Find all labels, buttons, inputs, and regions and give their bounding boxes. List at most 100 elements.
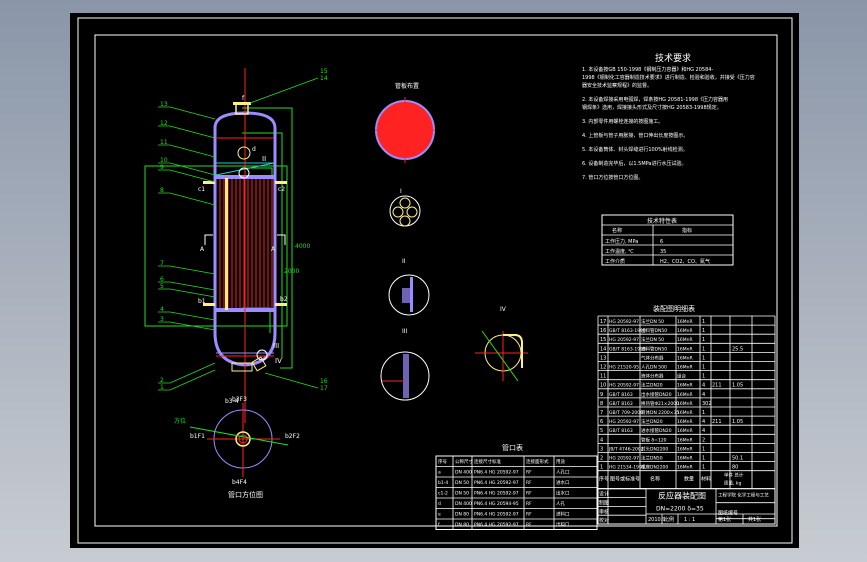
- part-material: 16MnR: [677, 401, 693, 407]
- part-std: GB/T 8163: [609, 428, 633, 434]
- bottom-side-nozzle: [251, 356, 267, 372]
- part-material: 16MnR: [677, 355, 693, 361]
- detail-callout-ii: [238, 167, 250, 179]
- nozzle-tag-b1: b1: [198, 298, 206, 305]
- parts-header-weight: 单件 总计: [724, 472, 744, 479]
- part-no: 6: [600, 419, 603, 425]
- part-no: 1: [600, 465, 603, 471]
- plan-label-b1: b1F1: [190, 433, 205, 440]
- part-name: 液体分布器: [641, 373, 664, 380]
- nozzle-tag-b34: b3-4: [225, 398, 239, 405]
- part-weight-total: 1.05: [732, 383, 743, 389]
- cad-drawing-canvas[interactable]: 4000 2000 d f c1 c2 b1 b2 A: [70, 13, 799, 548]
- nozzle-cell: PN6.4 HG 20592-97: [474, 512, 519, 518]
- detail-iii-tag: III: [402, 328, 408, 335]
- detail-iii-circle: [380, 351, 430, 401]
- detail-tag-ii: II: [262, 155, 266, 163]
- drawing-spec: DN=2200 δ=35: [656, 506, 704, 513]
- part-qty: 1: [702, 355, 705, 361]
- part-material: 16MnR: [677, 446, 693, 452]
- drawing-date: 2010.9: [648, 517, 666, 523]
- part-qty: 4: [702, 392, 705, 398]
- part-name: 管板 δ=120: [641, 436, 667, 443]
- school-name: 工程学院 化学工程与工艺: [718, 492, 769, 499]
- dim-line-outer: [242, 107, 293, 369]
- requirement-line: 1. 本设备按GB 150-1998《钢制压力容器》和HG 20584-: [582, 66, 713, 73]
- role-1: 制图: [599, 500, 609, 507]
- part-label-12: 12: [160, 120, 168, 127]
- part-material: 16MnR: [677, 365, 693, 371]
- part-std: HG 21520-95: [609, 365, 639, 371]
- part-label-16: 16: [320, 378, 328, 385]
- part-name: 法兰DN 50: [641, 318, 664, 325]
- detail-ii-circle: [388, 274, 430, 316]
- nozzle-cell: RF: [526, 522, 532, 528]
- tube-hole: [392, 206, 404, 218]
- nozzle-cell: DN 50: [455, 480, 469, 486]
- part-weight-total: 80: [732, 465, 738, 471]
- nozzle-tag-f: f: [242, 95, 245, 102]
- leader-line: [158, 265, 216, 275]
- nozzle-header: 序号: [438, 458, 447, 465]
- part-material: 16MnR: [677, 328, 693, 334]
- parts-table-title: 装配图明细表: [653, 304, 695, 313]
- part-no: 10: [600, 383, 606, 389]
- leader-line: [158, 106, 216, 120]
- part-label-17: 17: [320, 385, 328, 392]
- requirement-line: 6. 设备制造完毕后，以1.5MPa进行水压试验。: [582, 160, 686, 167]
- nozzle-b2: [275, 303, 287, 306]
- role-0: 设计: [599, 491, 609, 498]
- part-label-10: 10: [160, 157, 168, 164]
- parts-header-name: 名称: [650, 476, 660, 483]
- part-qty: 1: [702, 328, 705, 334]
- part-name: 法兰DN20: [641, 382, 663, 389]
- part-label-4: 4: [160, 306, 164, 313]
- spec-table-border: [601, 214, 734, 266]
- nozzle-cell: f: [438, 522, 440, 528]
- spec-header-value: 指标: [682, 227, 692, 234]
- role-3: 校对: [599, 517, 609, 524]
- leader-line: [158, 369, 216, 391]
- part-no: 14: [600, 346, 606, 352]
- leader: [481, 330, 519, 382]
- leader-line: [158, 311, 216, 321]
- part-qty: 1: [702, 465, 705, 471]
- spec-row-name: 工作介质: [605, 258, 625, 265]
- part-weight-total: 1.05: [732, 419, 743, 425]
- part-material: 16MnR: [677, 437, 693, 443]
- requirement-line: 1998《钢制化工容器制造技术要求》进行制造、检验和验收，并接受《压力容: [582, 74, 755, 81]
- nozzle-tag-c2: c2: [278, 186, 285, 193]
- spec-row-value: 35: [660, 249, 666, 255]
- part-no: 17: [600, 319, 606, 325]
- drawing-svg: 4000 2000 d f c1 c2 b1 b2 A: [77, 17, 793, 544]
- part-std: GB/T 8163-1999: [609, 346, 646, 352]
- nozzle-b1: [203, 303, 215, 306]
- nozzle-cell: RF: [526, 512, 532, 518]
- nozzle-orientation-plan: 方位 b3F3 b1F1 b2F2 b4F4 管口方位图: [174, 396, 300, 499]
- drawing-title: 反应器装配图: [658, 491, 706, 501]
- part-qty: 1: [702, 319, 705, 325]
- nozzle-cell: PN6.4 HG 20592-97: [474, 522, 519, 528]
- detail-i-circle: [389, 195, 421, 227]
- tube-hole: [399, 215, 411, 227]
- parts-header-weight-unit: 质量, kg: [724, 480, 741, 487]
- part-material: 16MnR: [677, 428, 693, 434]
- nozzle-cell: 出水口: [556, 490, 570, 497]
- drawing-no-label: 图纸编号: [718, 510, 738, 517]
- nozzle-cell: DN 80: [455, 512, 469, 518]
- spec-table-title: 技术特性表: [647, 217, 677, 225]
- part-no: 9: [600, 392, 603, 398]
- plan-label-b4: b4F4: [232, 479, 247, 486]
- part-no: 3: [600, 446, 603, 452]
- tube-hole: [406, 206, 418, 218]
- shell: [213, 111, 277, 367]
- leader-line: [158, 321, 216, 331]
- part-qty: 1: [702, 374, 705, 380]
- part-no: 12: [600, 365, 606, 371]
- part-std: JB/T 4746-2002: [608, 446, 644, 452]
- nozzle-header: 连接尺寸标准: [474, 458, 501, 465]
- top-flange: [233, 102, 251, 105]
- plan-center-inner: [238, 434, 248, 444]
